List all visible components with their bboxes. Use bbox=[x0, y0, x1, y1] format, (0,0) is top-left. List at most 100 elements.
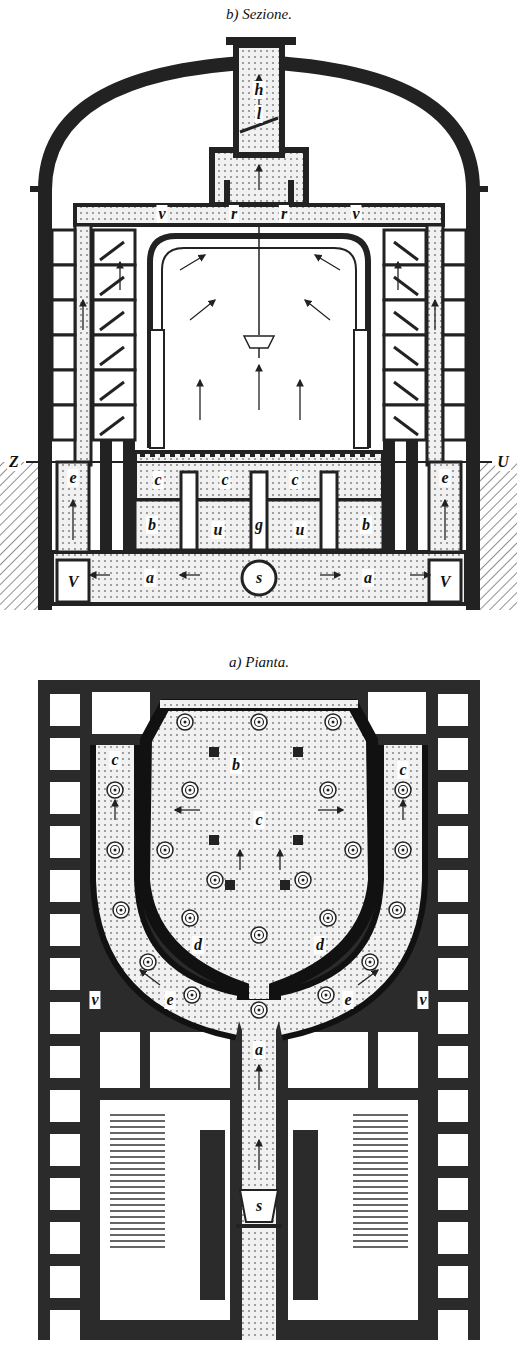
box-tiers-part bbox=[52, 300, 75, 335]
air-flow-arrows-part bbox=[358, 970, 378, 985]
box-tiers-part bbox=[394, 312, 418, 330]
vent-openings-part bbox=[113, 902, 129, 918]
callout-letter: e bbox=[439, 469, 450, 487]
box-tiers-part bbox=[100, 417, 124, 435]
plan-rooms-part bbox=[438, 694, 468, 726]
air-flow-arrows-part bbox=[82, 300, 83, 330]
vent-openings-part bbox=[327, 789, 330, 792]
section-view-part bbox=[57, 560, 89, 602]
air-flow-arrows-part bbox=[299, 380, 300, 420]
section-view-part bbox=[242, 561, 276, 595]
air-flow-arrows-part bbox=[90, 574, 110, 575]
plan-rooms-part bbox=[92, 692, 150, 734]
section-view-part bbox=[212, 150, 306, 205]
air-flow-arrows-part bbox=[72, 500, 73, 540]
plan-rooms-part bbox=[438, 1266, 468, 1298]
vent-openings-part bbox=[352, 849, 355, 852]
vent-openings-part bbox=[318, 987, 334, 1003]
vent-openings-part bbox=[184, 721, 187, 724]
section-view-part bbox=[57, 462, 89, 552]
plan-rooms-part bbox=[378, 1032, 418, 1088]
plan-rooms-part bbox=[438, 1134, 468, 1166]
vent-openings-part bbox=[389, 902, 405, 918]
plan-view-part bbox=[240, 1190, 278, 1222]
vent-openings-part bbox=[395, 782, 411, 798]
vent-openings-part bbox=[161, 846, 170, 855]
air-flow-arrows-part bbox=[140, 970, 160, 985]
vent-openings-part bbox=[147, 961, 150, 964]
air-flow-arrows-part bbox=[258, 165, 259, 190]
air-flow-arrows-part bbox=[175, 809, 200, 810]
plan-rooms-part bbox=[288, 1032, 368, 1088]
plan-rooms-part bbox=[438, 826, 468, 858]
vent-openings-part bbox=[322, 991, 331, 1000]
box-tiers-part bbox=[93, 335, 135, 370]
air-flow-arrows-part bbox=[410, 574, 430, 575]
vent-openings-part bbox=[396, 909, 399, 912]
vent-openings-part bbox=[302, 879, 305, 882]
section-view-part bbox=[251, 472, 267, 550]
section-view-part bbox=[288, 180, 294, 205]
air-flow-arrows-part bbox=[434, 300, 435, 330]
box-tiers-part bbox=[93, 265, 135, 300]
air-flow-arrows-part bbox=[258, 365, 259, 410]
callout-letter: s bbox=[254, 1197, 264, 1215]
section-view-part bbox=[429, 560, 461, 602]
vent-openings-part bbox=[181, 718, 190, 727]
box-tiers-part bbox=[93, 300, 135, 335]
section-view-part bbox=[406, 440, 418, 552]
plan-view-part bbox=[236, 1224, 282, 1228]
vent-openings-part bbox=[324, 914, 333, 923]
plan-rooms-part bbox=[50, 1002, 80, 1034]
plan-rooms-part bbox=[438, 914, 468, 946]
air-flow-arrows bbox=[73, 75, 445, 575]
vent-openings-part bbox=[107, 782, 123, 798]
box-tiers-part bbox=[52, 335, 75, 370]
plan-rooms-part bbox=[438, 1090, 468, 1122]
plan-rooms-part bbox=[50, 914, 80, 946]
vent-openings-part bbox=[225, 880, 235, 890]
callout-letter: s bbox=[254, 569, 264, 587]
vent-openings-part bbox=[120, 909, 123, 912]
callout-letter: v bbox=[89, 991, 100, 1009]
plan-rooms-part bbox=[438, 1178, 468, 1210]
section-view-part bbox=[226, 37, 296, 45]
vent-openings-part bbox=[251, 927, 267, 943]
vent-openings-part bbox=[111, 846, 120, 855]
vent-openings-part bbox=[325, 714, 341, 730]
section-view-part bbox=[383, 440, 395, 552]
section-view-part bbox=[321, 472, 337, 550]
callout-letter: v bbox=[350, 205, 361, 223]
section-view-part bbox=[181, 472, 197, 550]
plan-rooms-part bbox=[368, 692, 426, 734]
callout-letter: a bbox=[362, 569, 374, 587]
plan-view-part bbox=[232, 1000, 286, 1340]
callout-letter: u bbox=[294, 521, 307, 539]
box-tiers-part bbox=[443, 405, 466, 440]
air-flow-arrows-part bbox=[315, 255, 340, 270]
section-view-part bbox=[258, 225, 260, 335]
box-tiers-part bbox=[52, 405, 75, 440]
box-tiers-part bbox=[100, 382, 124, 400]
section-view-part bbox=[123, 440, 135, 552]
section-view-part bbox=[26, 461, 492, 463]
air-flow-arrows-part bbox=[114, 800, 115, 820]
vent-openings-part bbox=[144, 958, 153, 967]
vent-openings-part bbox=[320, 782, 336, 798]
plan-rooms-part bbox=[50, 1134, 80, 1166]
air-flow-arrows-part bbox=[320, 574, 340, 575]
vent-openings-part bbox=[362, 954, 378, 970]
box-tiers-part bbox=[384, 300, 426, 335]
box-tiers-part bbox=[394, 417, 418, 435]
callout-letter: r bbox=[229, 205, 239, 223]
box-tiers-part bbox=[384, 405, 426, 440]
plan-view-part bbox=[160, 700, 358, 708]
view-heading: a) Pianta. bbox=[227, 654, 291, 671]
section-view-part bbox=[140, 453, 378, 457]
air-flow-arrows-part bbox=[119, 262, 120, 290]
vent-openings-part bbox=[111, 786, 120, 795]
vent-openings-part bbox=[325, 994, 328, 997]
vent-openings-part bbox=[182, 910, 198, 926]
section-view-part bbox=[480, 462, 517, 610]
plan-rooms-part bbox=[50, 1090, 80, 1122]
